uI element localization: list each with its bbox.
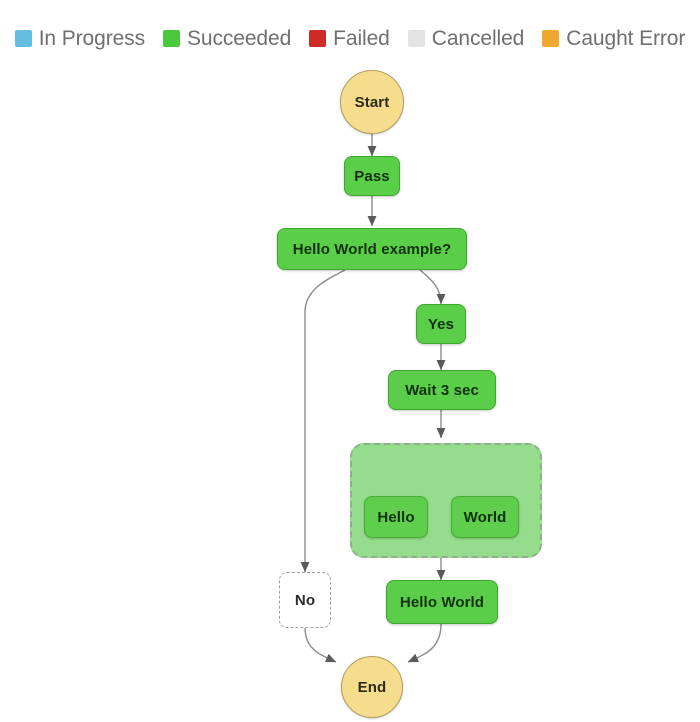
node-label: Yes <box>427 315 455 333</box>
legend-item-failed: Failed <box>309 28 390 49</box>
legend-label: Succeeded <box>186 26 292 50</box>
edge-choice-no <box>300 269 346 573</box>
legend-label: Caught Error <box>566 26 686 50</box>
node-label: Wait 3 sec <box>405 381 479 399</box>
cancelled-swatch-icon <box>407 29 425 47</box>
edge-no-end <box>304 627 337 663</box>
workflow-graph[interactable]: Start Pass Hello World example? Yes Wait… <box>0 56 700 722</box>
caught-error-swatch-icon <box>542 29 560 47</box>
status-legend: In Progress Succeeded Failed Cancelled C… <box>0 20 700 56</box>
node-label: World <box>463 508 507 526</box>
node-world[interactable]: World <box>451 496 519 538</box>
node-label: End <box>357 678 387 696</box>
edge-helloworld-end <box>407 623 442 663</box>
node-wait-3-sec[interactable]: Wait 3 sec <box>388 370 496 410</box>
legend-item-cancelled: Cancelled <box>407 26 525 50</box>
node-label: No <box>294 591 316 609</box>
legend-label: In Progress <box>38 26 145 50</box>
node-hello-world-example-choice[interactable]: Hello World example? <box>277 228 467 270</box>
node-label: Hello World example? <box>292 240 452 258</box>
node-no[interactable]: No <box>279 572 331 628</box>
node-label: Pass <box>354 167 390 185</box>
node-label: Start <box>354 93 390 111</box>
node-pass[interactable]: Pass <box>344 156 400 196</box>
legend-item-in-progress: In Progress <box>14 26 145 50</box>
legend-label: Cancelled <box>431 26 525 50</box>
failed-swatch-icon <box>309 29 327 47</box>
succeeded-swatch-icon <box>162 29 180 47</box>
node-hello-world[interactable]: Hello World <box>386 580 498 624</box>
legend-item-caught-error: Caught Error <box>542 28 685 49</box>
node-start[interactable]: Start <box>340 70 404 134</box>
node-end[interactable]: End <box>341 656 403 718</box>
legend-item-succeeded: Succeeded <box>162 26 292 50</box>
node-yes[interactable]: Yes <box>416 304 466 344</box>
node-label: Hello World <box>399 593 485 611</box>
legend-label: Failed <box>333 26 390 50</box>
in-progress-swatch-icon <box>14 29 32 47</box>
node-hello[interactable]: Hello <box>364 496 428 538</box>
edge-choice-yes <box>419 269 446 305</box>
node-label: Hello <box>377 508 415 526</box>
